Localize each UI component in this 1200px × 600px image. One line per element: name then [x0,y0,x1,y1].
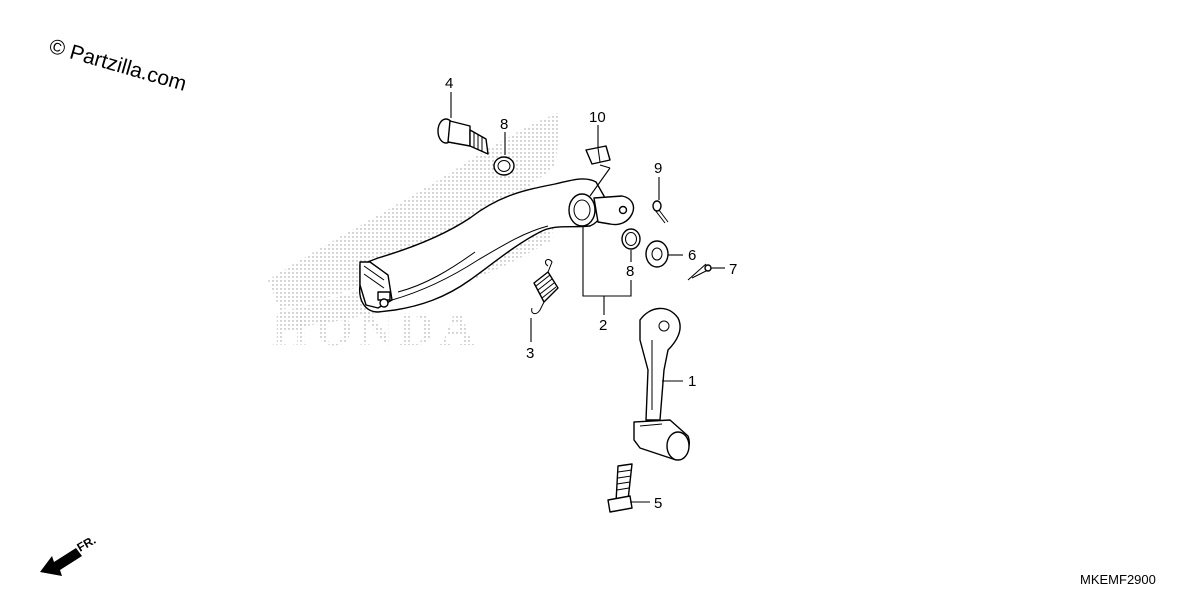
callout-6: 6 [688,247,696,264]
o-ring-lower [621,228,641,250]
callout-numbers: 4 8 10 9 6 7 8 2 3 1 5 [445,75,737,512]
brake-pedal [358,178,635,313]
callout-1: 1 [688,373,696,390]
arrow-icon [40,548,82,576]
pin [687,263,713,281]
copyright-watermark: © Partzilla.com [47,35,189,96]
o-ring-upper [493,156,515,176]
leader-lines [450,92,725,503]
clip [585,145,611,165]
callout-9: 9 [654,160,662,177]
return-spring [531,259,559,315]
callout-3: 3 [526,345,534,362]
callout-5: 5 [654,495,662,512]
pivot-bolt [437,118,489,155]
brake-arm [633,307,690,461]
flange-bolt [607,463,633,513]
callout-8-lower: 8 [626,263,634,280]
diagram-code: MKEMF2900 [1080,572,1156,587]
callout-2: 2 [599,317,607,334]
callout-7: 7 [729,261,737,278]
callout-10: 10 [589,109,606,126]
cotter-pin [652,200,669,224]
washer [645,240,669,268]
callout-8-upper: 8 [500,116,508,133]
honda-wing-logo [268,112,560,328]
callout-4: 4 [445,75,453,92]
front-direction-arrow: FR. [40,533,98,576]
